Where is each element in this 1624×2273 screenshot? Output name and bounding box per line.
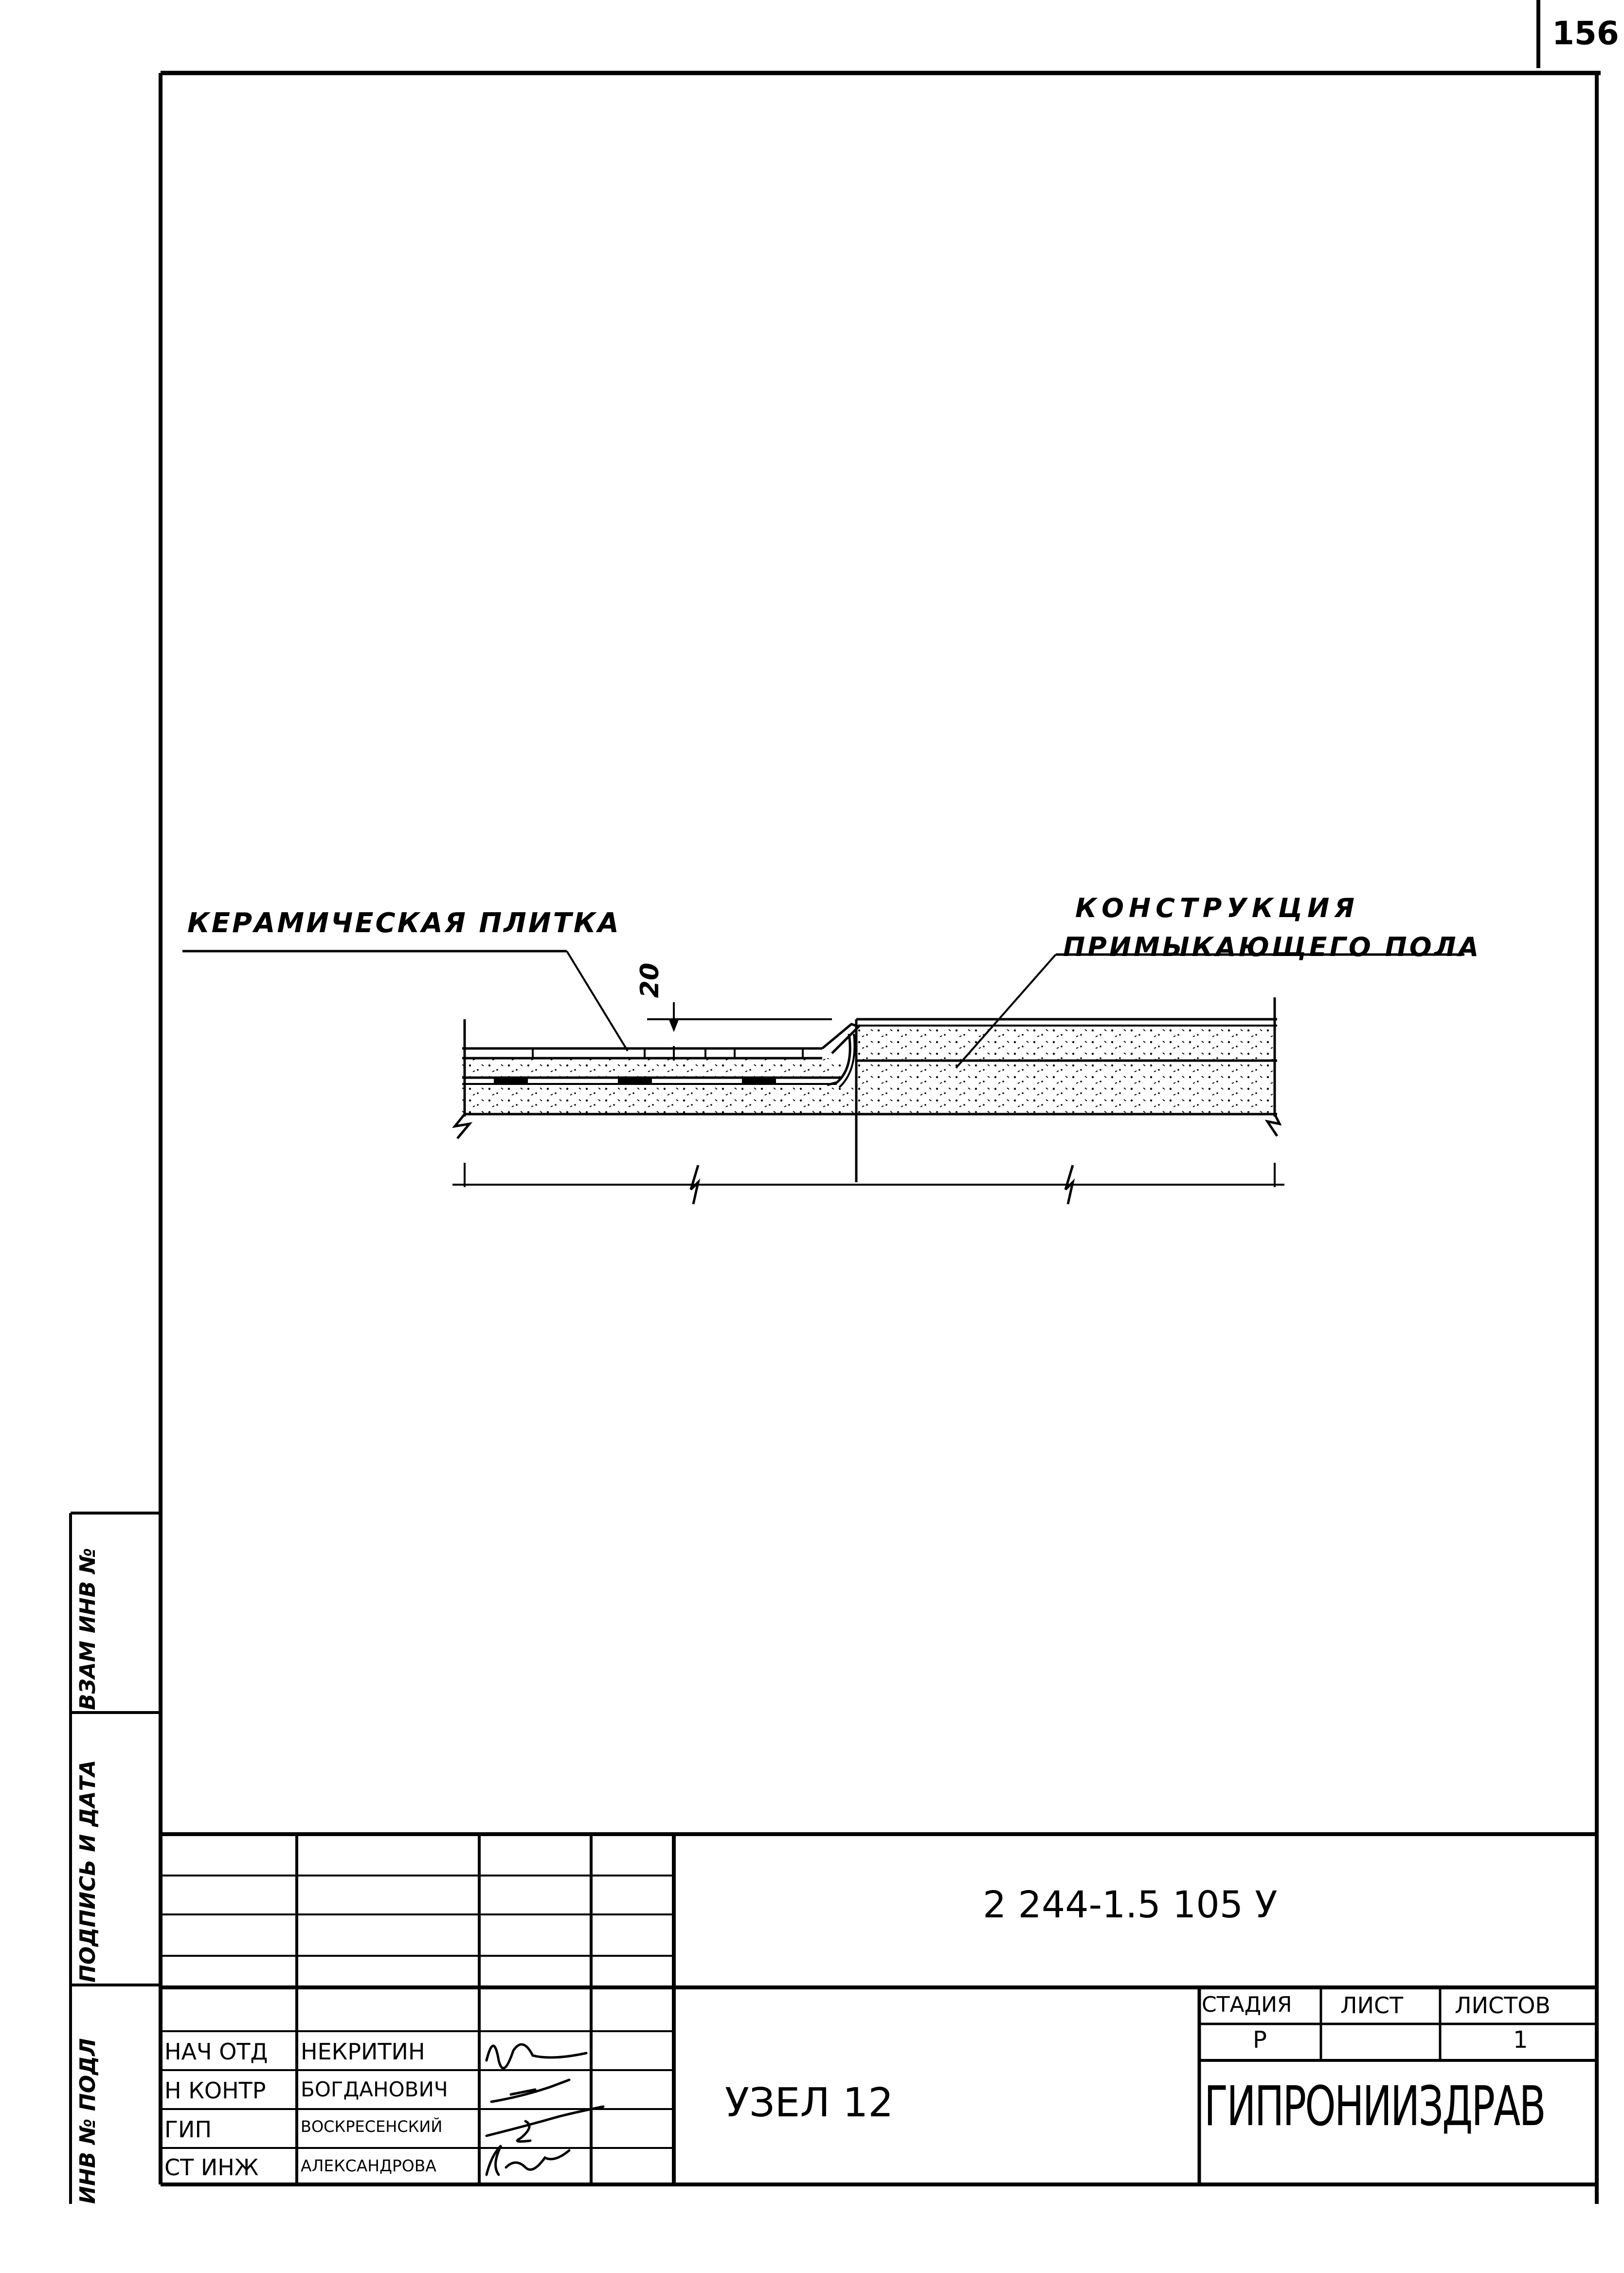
label-ceramic-tile: КЕРАМИЧЕСКАЯ ПЛИТКА [187,907,621,939]
page-number-frame [1536,0,1540,68]
sheets-header: ЛИСТОВ [1455,1992,1551,2019]
signatory-role-3: ГИП [164,2116,212,2143]
document-code: 2 244-1.5 105 У [983,1883,1278,1926]
dimension-20: 20 [635,962,665,998]
organization-name: ГИПРОНИИЗДРАВ [1204,2075,1546,2138]
signatory-name-2: БОГДАНОВИЧ [301,2077,448,2101]
signatory-name-1: НЕКРИТИН [301,2038,425,2065]
title-block-grid [161,1832,1597,2184]
signature-nekritin [485,2043,588,2070]
stage-header: СТАДИЯ [1202,1992,1292,2017]
signatory-role-1: НАЧ ОТД [164,2038,268,2065]
signatory-role-2: Н КОНТР [164,2077,266,2104]
signatory-name-4: АЛЕКСАНДРОВА [301,2156,436,2175]
page-number: 156 [1552,15,1619,52]
signatory-name-3: ВОСКРЕСЕНСКИЙ [301,2117,443,2136]
sheet-frame [159,71,1601,2204]
sheet-header: ЛИСТ [1340,1992,1404,2019]
sheets-value: 1 [1513,2026,1528,2054]
stage-value: Р [1253,2026,1267,2054]
signature-aleksandrova [485,2145,571,2176]
label-construction-line1: КОНСТРУКЦИЯ [1075,893,1359,923]
side-stamp-frame [69,1512,161,2204]
floor-section [182,950,1464,1205]
side-stamp-podpis-data: ПОДПИСЬ И ДАТА [75,1760,100,1983]
side-stamp-inv-podl: ИНВ № ПОДЛ [75,2038,100,2204]
signature-marks [485,2043,605,2176]
signatory-role-4: СТ ИНЖ [164,2154,259,2181]
drawing-title: УЗЕЛ 12 [725,2080,894,2126]
label-construction-line2: ПРИМЫКАЮЩЕГО ПОЛА [1063,932,1481,962]
signature-bogdanovich [490,2078,571,2103]
signature-voskresensky [485,2105,605,2143]
side-stamp-vzam-inv: ВЗАМ ИНВ № [75,1548,100,1710]
